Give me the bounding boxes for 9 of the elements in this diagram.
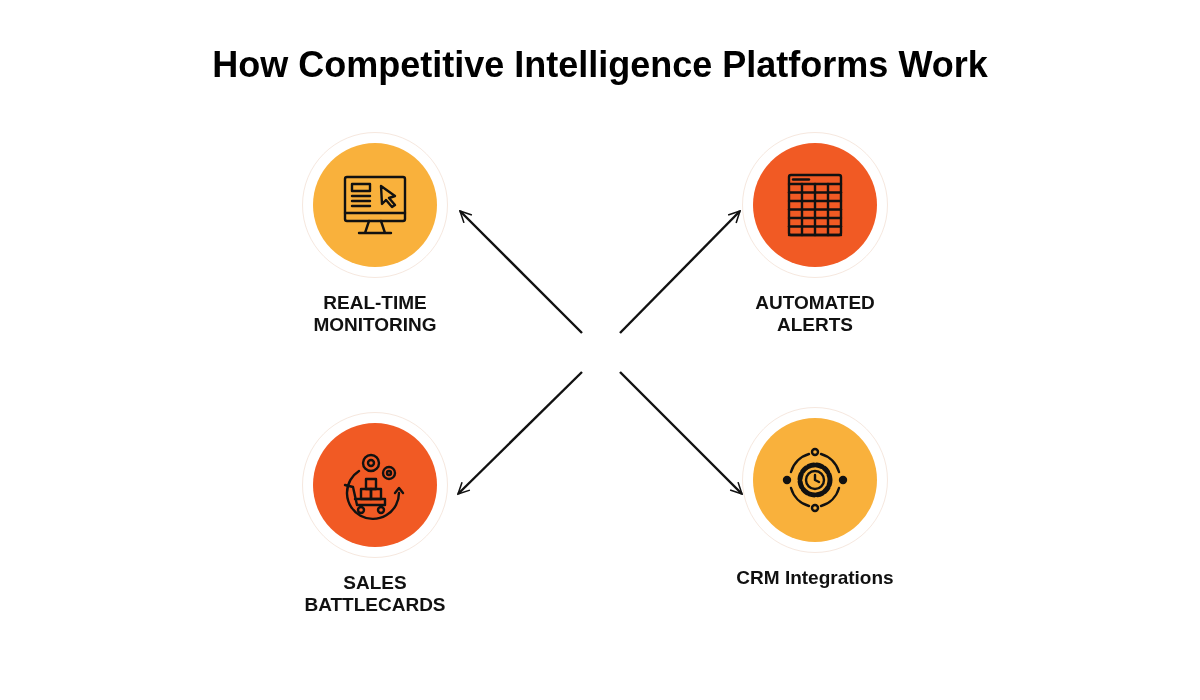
arrow xyxy=(457,371,583,495)
arrow xyxy=(619,210,741,334)
node-label: SALES BATTLECARDS xyxy=(303,572,447,616)
title: How Competitive Intelligence Platforms Work xyxy=(211,44,989,86)
arrow xyxy=(459,210,583,334)
node-label: CRM Integrations xyxy=(735,567,895,589)
arrow xyxy=(619,371,743,495)
node-label: REAL-TIME MONITORING xyxy=(312,292,438,336)
node-label: AUTOMATED ALERTS xyxy=(754,292,876,336)
